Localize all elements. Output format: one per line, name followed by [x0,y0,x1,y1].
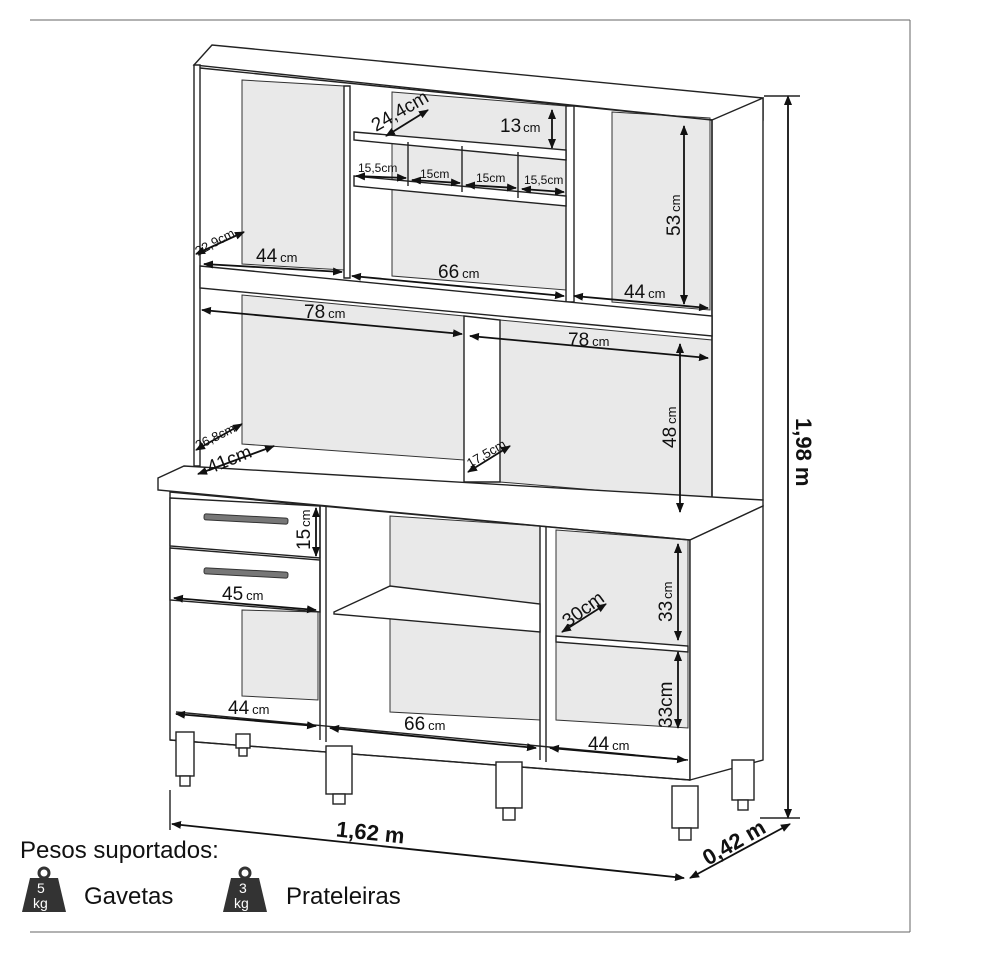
drawer-top-handle [203,513,289,525]
cubby-1-label: 15,5cm [358,161,397,175]
back-panel-upper-left [241,79,345,271]
hutch-right-side [711,96,764,522]
base-lower-height-label: 33cm [656,682,677,728]
total-height-label: 1,98 m [791,418,816,487]
hutch-divider-right [565,105,575,303]
back-panel-middle-left [241,294,465,461]
drawer-bottom-handle [203,567,289,579]
shelf-weight-icon: 3 kg [223,866,267,912]
svg-text:5: 5 [37,880,45,896]
base-cabinet [169,491,764,841]
shelves-label: Prateleiras [286,883,401,910]
base-upper-height-label: 33cm [656,582,677,622]
cubby-2-label: 15cm [420,167,449,181]
base-back-right [555,529,689,729]
upper-right-height-label: 53cm [664,195,685,236]
svg-text:kg: kg [33,895,48,911]
hutch [157,44,764,541]
drawer-weight-icon: 5 kg [22,866,66,912]
dimension-lines [169,95,800,882]
hutch-upper-shelf [199,265,713,337]
base-right-side [689,504,764,781]
back-panel-upper-right [611,111,711,311]
cubby-3-label: 15cm [476,171,505,185]
image-frame [30,19,911,933]
base-center-shelf [333,585,541,633]
base-right-shelf [555,635,689,653]
cubby-4-label: 15,5cm [524,173,563,187]
middle-height-label: 48cm [660,407,681,448]
svg-text:kg: kg [234,895,249,911]
total-width-label: 1,62 m [335,817,406,849]
legend-title: Pesos suportados: [20,837,219,864]
base-back-left [241,609,319,701]
drawers-label: Gavetas [84,883,173,910]
total-depth-label: 0,42 m [698,814,770,870]
weight-legend: Pesos suportados: 5 kg Gavetas 3 kg Prat… [20,837,401,912]
legs [175,731,755,841]
niche-top-shelf [353,131,567,161]
hutch-divider-left [343,85,351,279]
svg-text:3: 3 [239,880,247,896]
hutch-left-side [193,64,201,467]
drawer-bottom [169,547,321,613]
drawer-height-label: 15cm [294,510,315,550]
